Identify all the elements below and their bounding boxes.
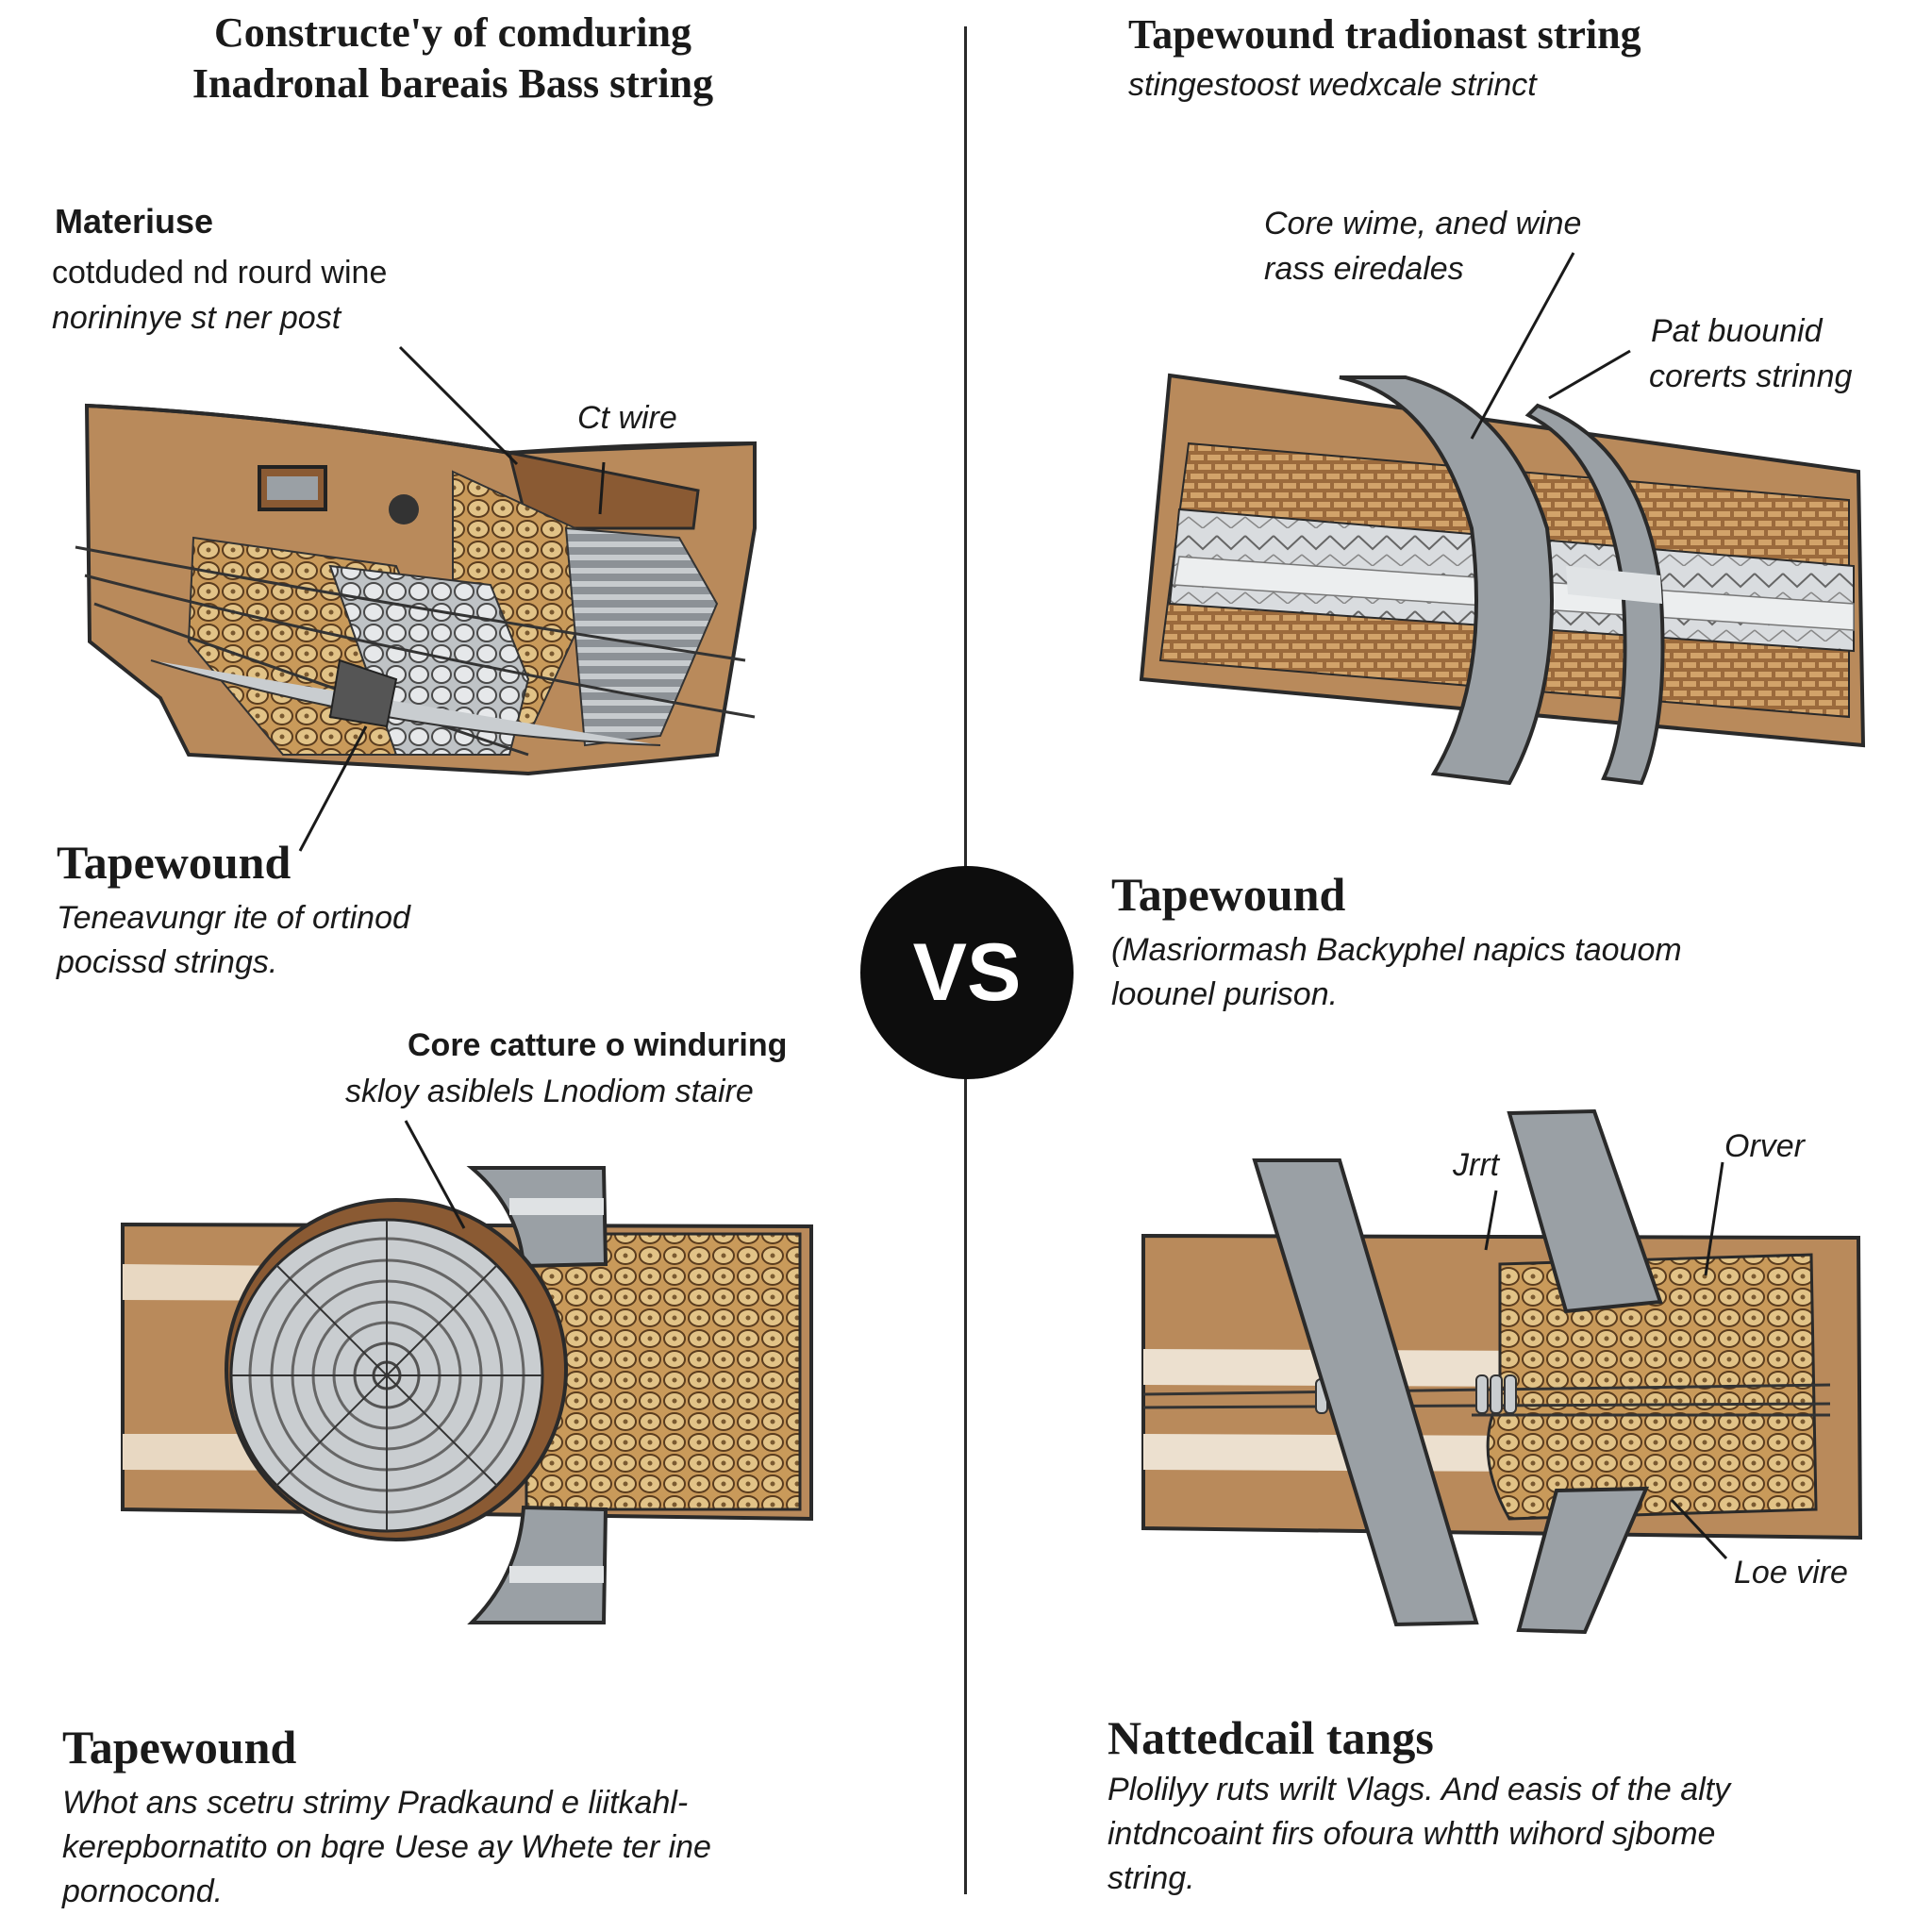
round-wound-cross-section — [75, 403, 757, 776]
left-title: Constructe'y of comduring Inadronal bare… — [0, 8, 906, 109]
callout-line-tapewound — [298, 725, 368, 852]
right-title: Tapewound tradionast string — [1128, 11, 1641, 58]
core-winding-cross-section — [121, 1166, 813, 1624]
callout-line-ct-wire — [598, 461, 606, 515]
callout-pat-line1: Pat buounid — [1651, 313, 1823, 349]
tapewound-2-line2: kerepbornatito on bqre Uese ay Whete ter… — [62, 1829, 711, 1865]
core-label-line1: Core catture o winduring — [408, 1027, 788, 1063]
callout-line-orver — [1704, 1161, 1724, 1276]
tapewound-right-line2: loounel purison. — [1111, 976, 1339, 1012]
callout-core-line1: Core wime, aned wine — [1264, 206, 1582, 242]
tapewound-layers — [1139, 373, 1866, 786]
right-subtitle: stingestoost wedxcale strinct — [1128, 67, 1537, 103]
callout-ct-wire: Ct wire — [577, 400, 677, 436]
tapewound-1-line2: pocissd strings. — [57, 944, 278, 980]
tapewound-heading-right: Tapewound — [1111, 868, 1346, 921]
callout-line-core-wire — [1470, 252, 1575, 440]
natted-heading: Nattedcail tangs — [1108, 1711, 1434, 1764]
natted-line3: string. — [1108, 1860, 1195, 1896]
vs-badge: VS — [860, 866, 1074, 1079]
callout-line-loe-vire — [1670, 1498, 1728, 1560]
callout-line-materials — [398, 345, 519, 466]
materials-heading: Materiuse — [55, 202, 214, 241]
callout-line-pat-buounid — [1548, 349, 1631, 400]
materials-line1: cotduded nd rourd wine — [52, 255, 388, 291]
callout-loe-vire: Loe vire — [1734, 1555, 1848, 1591]
tapewound-2-line3: pornocond. — [62, 1874, 224, 1909]
callout-orver: Orver — [1724, 1128, 1805, 1164]
left-title-line2: Inadronal bareais Bass string — [192, 60, 714, 107]
tapewound-heading-1: Tapewound — [57, 836, 291, 889]
callout-pat-line2: corerts strinng — [1649, 358, 1853, 394]
materials-line2: norininye st ner post — [52, 300, 341, 336]
tapewound-right-line1: (Masriormash Backyphel napics taouom — [1111, 932, 1682, 968]
nattedcail-cross-section — [1141, 1108, 1863, 1635]
natted-line1: Plolilyy ruts wrilt Vlags. And easis of … — [1108, 1772, 1731, 1807]
callout-core-line2: rass eiredales — [1264, 251, 1464, 287]
callout-line-core-capture — [404, 1120, 466, 1229]
tapewound-2-line1: Whot ans scetru strimy Pradkaund e liitk… — [62, 1785, 689, 1821]
vs-label: VS — [912, 926, 1022, 1018]
left-title-line1: Constructe'y of comduring — [214, 9, 691, 56]
core-label-line2: skloy asiblels Lnodiom staire — [345, 1074, 754, 1109]
natted-line2: intdncoaint firs ofoura whtth wihord sjb… — [1108, 1816, 1716, 1852]
callout-line-jrrt — [1484, 1190, 1498, 1251]
tapewound-heading-2: Tapewound — [62, 1721, 297, 1774]
callout-jrrt: Jrrt — [1453, 1147, 1500, 1183]
tapewound-1-line1: Teneavungr ite of ortinod — [57, 900, 410, 936]
